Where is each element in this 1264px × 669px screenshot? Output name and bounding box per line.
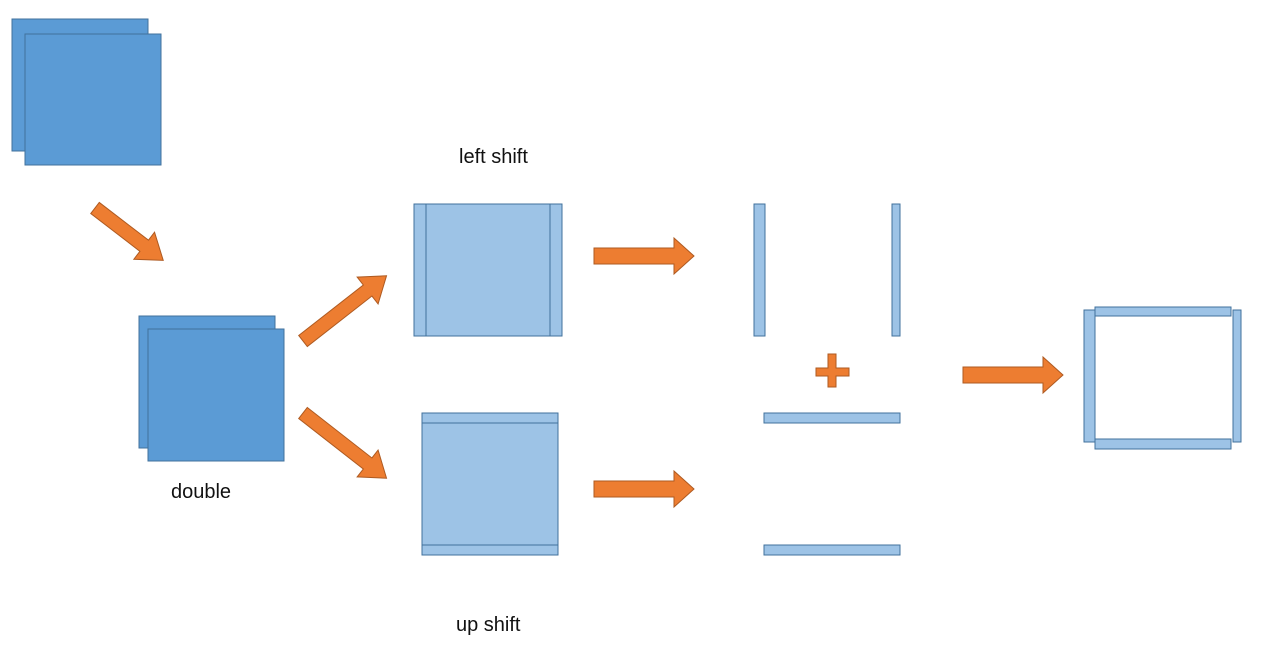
arrow-shape [962,355,1064,395]
arrow-shape [297,406,388,479]
horizontal-strip-bottom [763,544,901,556]
arrow-input-to-double [90,201,164,261]
result-right-strip [1232,309,1242,443]
arrow-double-to-up-shift [297,406,388,479]
up-shift-body [421,412,559,556]
arrow-shape [297,275,388,348]
arrow-left-shift-to-strips [593,236,695,276]
plus-shape [815,353,850,388]
input-square-front [24,33,162,166]
vertical-strip-right [891,203,901,337]
arrow-shape [593,236,695,276]
up-shift-bottom-strip [421,544,559,556]
arrow-up-shift-to-strips [593,469,695,509]
arrow-shape [593,469,695,509]
left-shift-right-strip [549,203,563,337]
input-stacked-squares [11,18,162,166]
up-shift-square [421,412,559,556]
double-square-front [147,328,285,462]
double-stacked-squares [138,315,285,462]
arrow-strips-to-result [962,355,1064,395]
arrow-shape [90,201,164,261]
double-label: double [171,481,232,503]
left-shift-body [413,203,563,337]
vertical-strips [753,203,901,337]
vertical-strip-left [753,203,766,337]
arrow-double-to-left-shift [297,275,388,348]
result-frame [1083,306,1242,450]
left-shift-left-strip [413,203,427,337]
left-shift-square [413,203,563,337]
up-shift-top-strip [421,412,559,424]
plus-icon [815,353,850,388]
horizontal-strips [763,412,901,556]
result-top-strip [1094,306,1232,317]
left-shift-label: left shift [459,146,528,168]
result-bottom-strip [1094,438,1232,450]
result-left-strip [1083,309,1096,443]
up-shift-label: up shift [456,614,521,636]
horizontal-strip-top [763,412,901,424]
